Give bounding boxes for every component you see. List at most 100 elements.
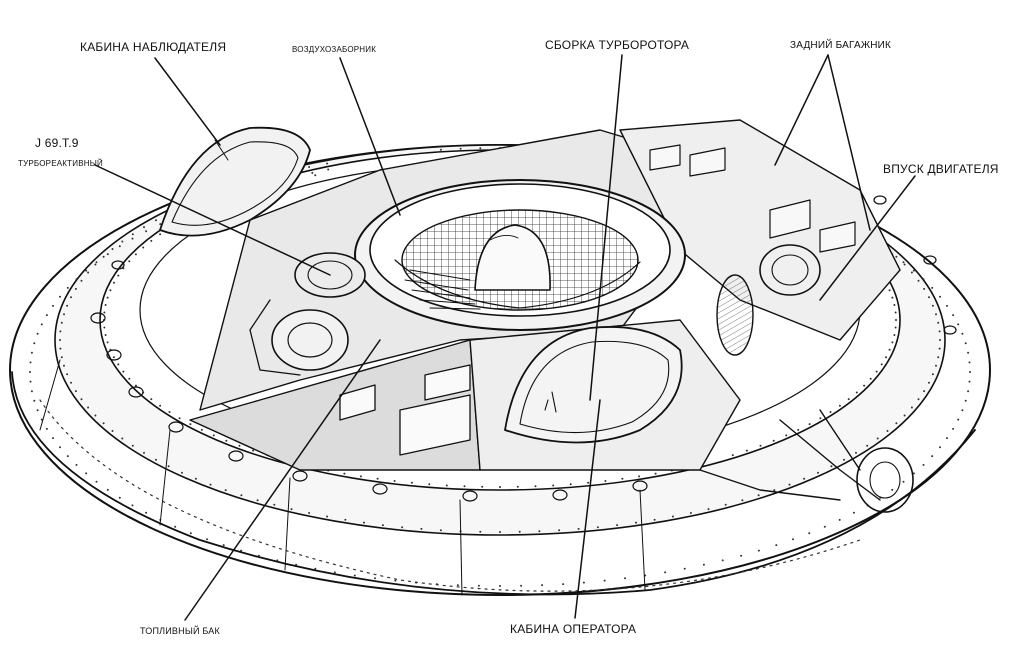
rivet: [838, 404, 841, 407]
rivet: [212, 434, 215, 437]
rivet: [122, 370, 125, 373]
rivet: [847, 398, 850, 401]
rivet: [87, 271, 90, 274]
rivet: [621, 477, 624, 480]
label-rear-luggage: ЗАДНИЙ БАГАЖНИК: [790, 40, 892, 51]
rim-panel-lines: [39, 359, 646, 596]
rivet: [654, 472, 657, 475]
rivet: [562, 583, 565, 586]
leader-operator-cabin: [574, 399, 601, 619]
rivet: [917, 398, 920, 401]
rivet: [353, 574, 356, 577]
rivet: [702, 563, 705, 566]
landing-strut: [699, 409, 914, 513]
rivet: [499, 486, 501, 488]
rivet: [456, 584, 459, 587]
rivet: [374, 577, 376, 580]
rivet: [928, 381, 930, 384]
rivet: [102, 422, 105, 425]
rear-engine-intake: [716, 244, 821, 356]
label-turbojet: ТУРБОРЕАКТИВНЫЙ: [18, 159, 103, 168]
rivet: [931, 373, 934, 376]
rivet: [855, 391, 858, 394]
rivet: [209, 483, 212, 486]
rivet: [118, 496, 121, 499]
turborotor-assembly: [354, 179, 686, 331]
rivet: [29, 371, 31, 373]
rivet: [967, 390, 970, 393]
rivet: [29, 380, 32, 383]
rivet: [855, 451, 857, 454]
rivet: [902, 261, 905, 264]
rivet: [538, 530, 541, 533]
rivet: [541, 584, 544, 587]
rivet: [689, 512, 692, 514]
rivet: [59, 347, 62, 350]
rivet: [923, 390, 926, 393]
rivet: [830, 465, 833, 468]
rivet: [808, 532, 811, 535]
rivet: [917, 279, 920, 282]
rivet: [75, 278, 78, 281]
rivet: [333, 571, 336, 574]
leader-observer-cabin: [154, 57, 221, 146]
rivet: [903, 263, 906, 266]
rivet: [273, 503, 276, 506]
rivet: [189, 423, 192, 426]
rivet: [420, 527, 423, 530]
rivet: [45, 314, 48, 317]
rivet: [893, 304, 896, 306]
rivet: [70, 296, 72, 299]
rivet: [394, 579, 397, 582]
rivet: [792, 538, 794, 541]
rivet: [479, 147, 482, 150]
rivet: [775, 544, 778, 547]
rivet: [587, 481, 590, 484]
rivet: [363, 521, 365, 524]
rivet: [875, 370, 878, 373]
rivet: [94, 263, 97, 266]
rivet: [181, 471, 183, 474]
leader-fuel-tank: [184, 339, 381, 621]
rivet: [935, 313, 937, 316]
rivet: [159, 404, 162, 407]
rivet: [577, 527, 580, 530]
rivet: [931, 286, 934, 289]
rivet: [145, 230, 148, 233]
rivet: [36, 332, 39, 335]
rivet: [731, 454, 734, 457]
rivet: [102, 255, 105, 258]
rivet: [85, 269, 88, 272]
rivet: [683, 567, 686, 570]
rivet: [895, 255, 898, 258]
rivet: [428, 483, 431, 486]
rivet: [52, 304, 54, 307]
rivet: [912, 269, 915, 272]
rivet: [33, 342, 36, 345]
rivet: [624, 577, 626, 580]
rivet: [206, 538, 208, 541]
rivet: [80, 279, 83, 282]
rivet: [343, 472, 346, 475]
rivet: [937, 356, 940, 359]
rivet: [902, 480, 905, 483]
rivet: [59, 446, 61, 449]
rivet: [876, 437, 879, 440]
rivet: [880, 363, 883, 366]
rivet: [910, 406, 913, 409]
rivet: [721, 559, 724, 562]
rivet: [968, 380, 971, 383]
rivet: [59, 295, 61, 298]
rivet: [311, 171, 314, 174]
rivet: [852, 511, 855, 514]
rivet: [888, 348, 891, 351]
rivet: [481, 485, 484, 488]
rivet: [891, 488, 894, 491]
rivet: [741, 499, 744, 502]
rivet: [167, 465, 170, 468]
rivet: [635, 521, 637, 524]
rivet: [843, 458, 845, 461]
rivet: [33, 399, 36, 402]
rivet: [276, 559, 279, 562]
